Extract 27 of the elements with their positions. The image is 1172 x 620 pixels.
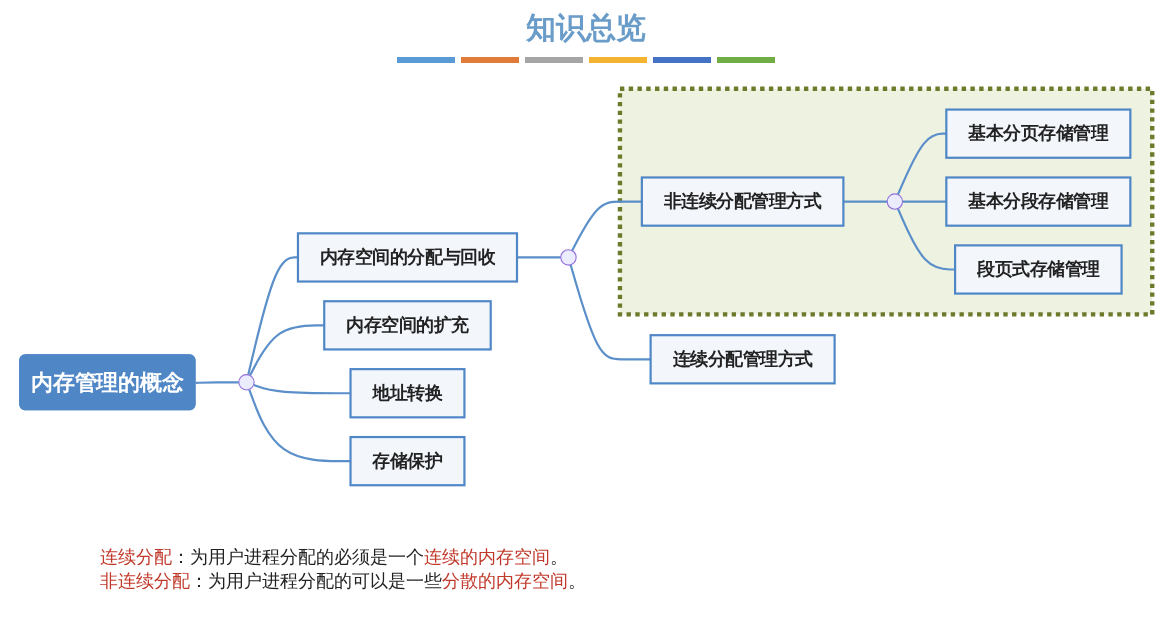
title: 知识总览	[526, 9, 646, 47]
connector	[571, 200, 642, 252]
connector	[569, 264, 651, 361]
node-box: 基本分页存储管理	[945, 108, 1132, 159]
connector	[247, 256, 298, 376]
node-box: 存储保护	[349, 435, 466, 487]
node-box: 段页式存储管理	[954, 244, 1123, 295]
node-circle	[238, 374, 255, 391]
node-box: 连续分配管理方式	[649, 334, 836, 385]
node-box: 地址转换	[349, 368, 466, 419]
node-circle	[886, 193, 904, 210]
connector	[517, 256, 561, 259]
connector	[253, 383, 351, 395]
connector	[843, 200, 888, 203]
node-box: 基本分段存储管理	[945, 176, 1132, 227]
node-box: 非连续分配管理方式	[640, 176, 845, 227]
connector	[902, 200, 947, 203]
node-box: 内存空间的扩充	[323, 300, 492, 351]
connector	[896, 132, 947, 195]
node-circle	[560, 249, 577, 266]
note: 非连续分配：为用户进程分配的可以是一些分散的内存空间。	[100, 569, 586, 593]
connector	[249, 324, 325, 376]
connector	[248, 389, 351, 463]
connector	[195, 381, 239, 384]
connector	[896, 208, 956, 271]
node-box: 内存空间的分配与回收	[296, 232, 519, 283]
note: 连续分配：为用户进程分配的必须是一个连续的内存空间。	[100, 545, 569, 569]
